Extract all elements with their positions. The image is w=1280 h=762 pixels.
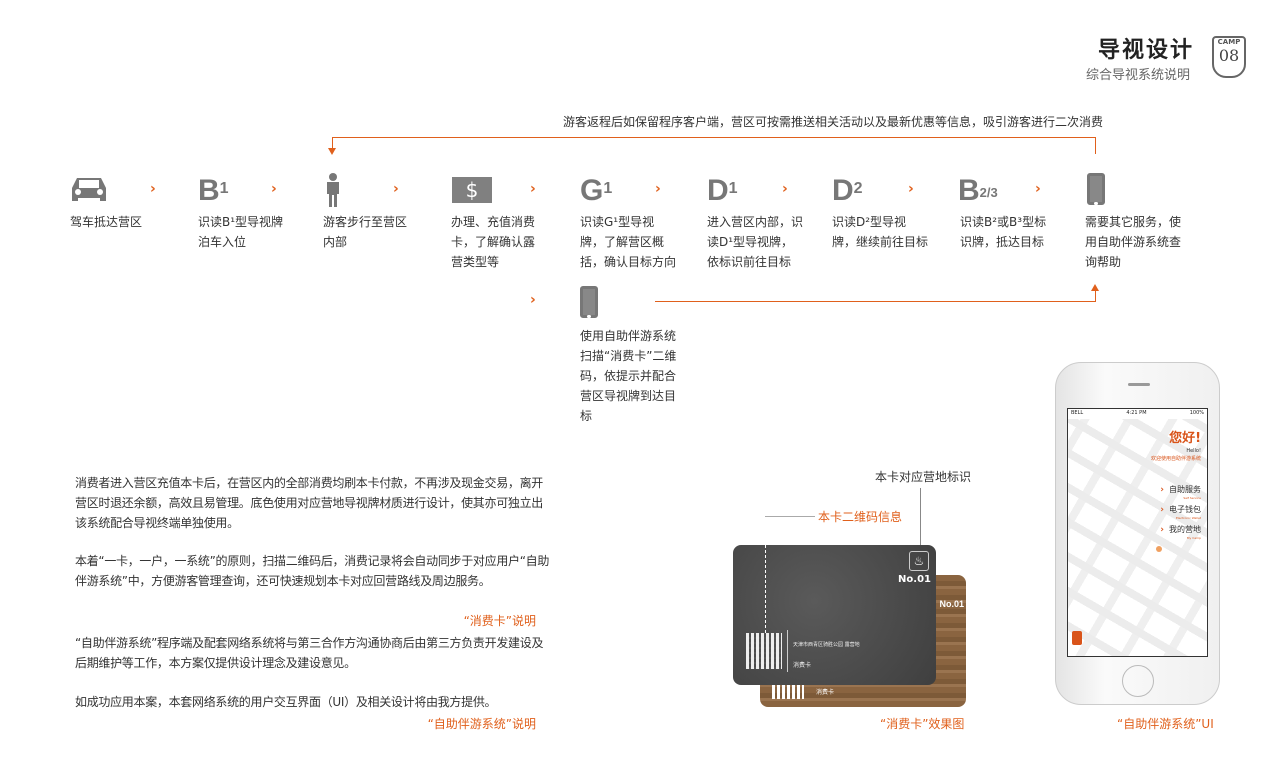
map-pin-icon <box>1156 546 1162 552</box>
card-effect-caption: “消费卡”效果图 <box>880 717 965 731</box>
arrow-down-icon <box>328 148 336 155</box>
sign-d2-icon: D2 <box>832 174 863 207</box>
feedback-text: 游客返程后如保留程序客户端，营区可按需推送相关活动以及最新优惠等信息，吸引游客进… <box>563 115 1104 129</box>
system-ui-note: 如成功应用本案，本套网络系统的用户交互界面（UI）及相关设计将由我方提供。 <box>75 695 497 709</box>
system-description: “自助伴游系统”程序端及配套网络系统将与第三合作方沟通协商后由第三方负责开发建设… <box>75 636 544 670</box>
sign-b1-icon: B1 <box>198 174 229 207</box>
chevron-right-icon: › <box>530 181 536 197</box>
ui-caption: “自助伴游系统”UI <box>1117 717 1214 731</box>
chevron-right-icon: › <box>150 181 156 197</box>
step-text: 识读B²或B³型标识牌，抵达目标 <box>960 215 1047 249</box>
card-caption: “消费卡”说明 <box>463 614 536 628</box>
step-text: 识读D²型导视牌，继续前往目标 <box>832 215 929 249</box>
app-logo <box>1072 631 1082 645</box>
step-text: 游客步行至营区内部 <box>323 215 408 249</box>
chevron-right-icon: › <box>782 181 788 197</box>
arrow-up-icon <box>1091 284 1099 291</box>
chevron-right-icon: › <box>530 292 536 308</box>
card-principle: 本着“一卡，一户，一系统”的原则，扫描二维码后，消费记录将会自动同步于对应用户“… <box>75 554 550 588</box>
step-text: 办理、充值消费卡，了解确认露营类型等 <box>451 215 536 269</box>
stone-card: ♨ No.01 天津市西青区骑胜公园 露营地 消费卡 <box>733 545 936 685</box>
phone-icon <box>580 286 598 318</box>
chevron-right-icon: › <box>271 181 277 197</box>
step-text: 使用自助伴游系统扫描“消费卡”二维码，依提示并配合营区导视牌到达目标 <box>580 329 677 423</box>
sign-d1-icon: D1 <box>707 174 738 207</box>
branch-line <box>655 301 1096 302</box>
step-text: 驾车抵达营区 <box>70 215 143 229</box>
phone-icon <box>1087 173 1105 205</box>
step-text: 识读B¹型导视牌泊车入位 <box>198 215 284 249</box>
card-qr-label: 本卡二维码信息 <box>818 510 903 524</box>
campfire-icon: ♨ <box>909 551 929 571</box>
qr-code-icon <box>746 633 782 669</box>
home-button[interactable] <box>1122 665 1154 697</box>
step-text: 进入营区内部，识读D¹型导视牌，依标识前往目标 <box>707 215 804 269</box>
feedback-line <box>332 137 1096 138</box>
chevron-right-icon: › <box>655 181 661 197</box>
dollar-icon: $ <box>452 177 492 203</box>
sign-g1-icon: G1 <box>580 174 613 207</box>
page-title: 导视设计 <box>1098 37 1195 63</box>
chevron-right-icon: › <box>908 181 914 197</box>
card-mark-label: 本卡对应营地标识 <box>875 470 972 484</box>
sign-b23-icon: B2/3 <box>958 174 998 207</box>
step-text: 需要其它服务，使用自助伴游系统查询帮助 <box>1085 215 1182 269</box>
camp-badge-logo: CAMP 08 <box>1212 36 1246 78</box>
person-icon <box>327 173 339 207</box>
car-icon <box>72 178 106 201</box>
system-caption: “自助伴游系统”说明 <box>427 717 536 731</box>
chevron-right-icon: › <box>1035 181 1041 197</box>
chevron-right-icon: › <box>393 181 399 197</box>
page-subtitle: 综合导视系统说明 <box>1086 68 1191 83</box>
card-description: 消费者进入营区充值本卡后，在营区内的全部消费均刷本卡付款，不再涉及现金交易，离开… <box>75 476 544 530</box>
step-text: 识读G¹型导视牌，了解营区概括，确认目标方向 <box>580 215 677 269</box>
